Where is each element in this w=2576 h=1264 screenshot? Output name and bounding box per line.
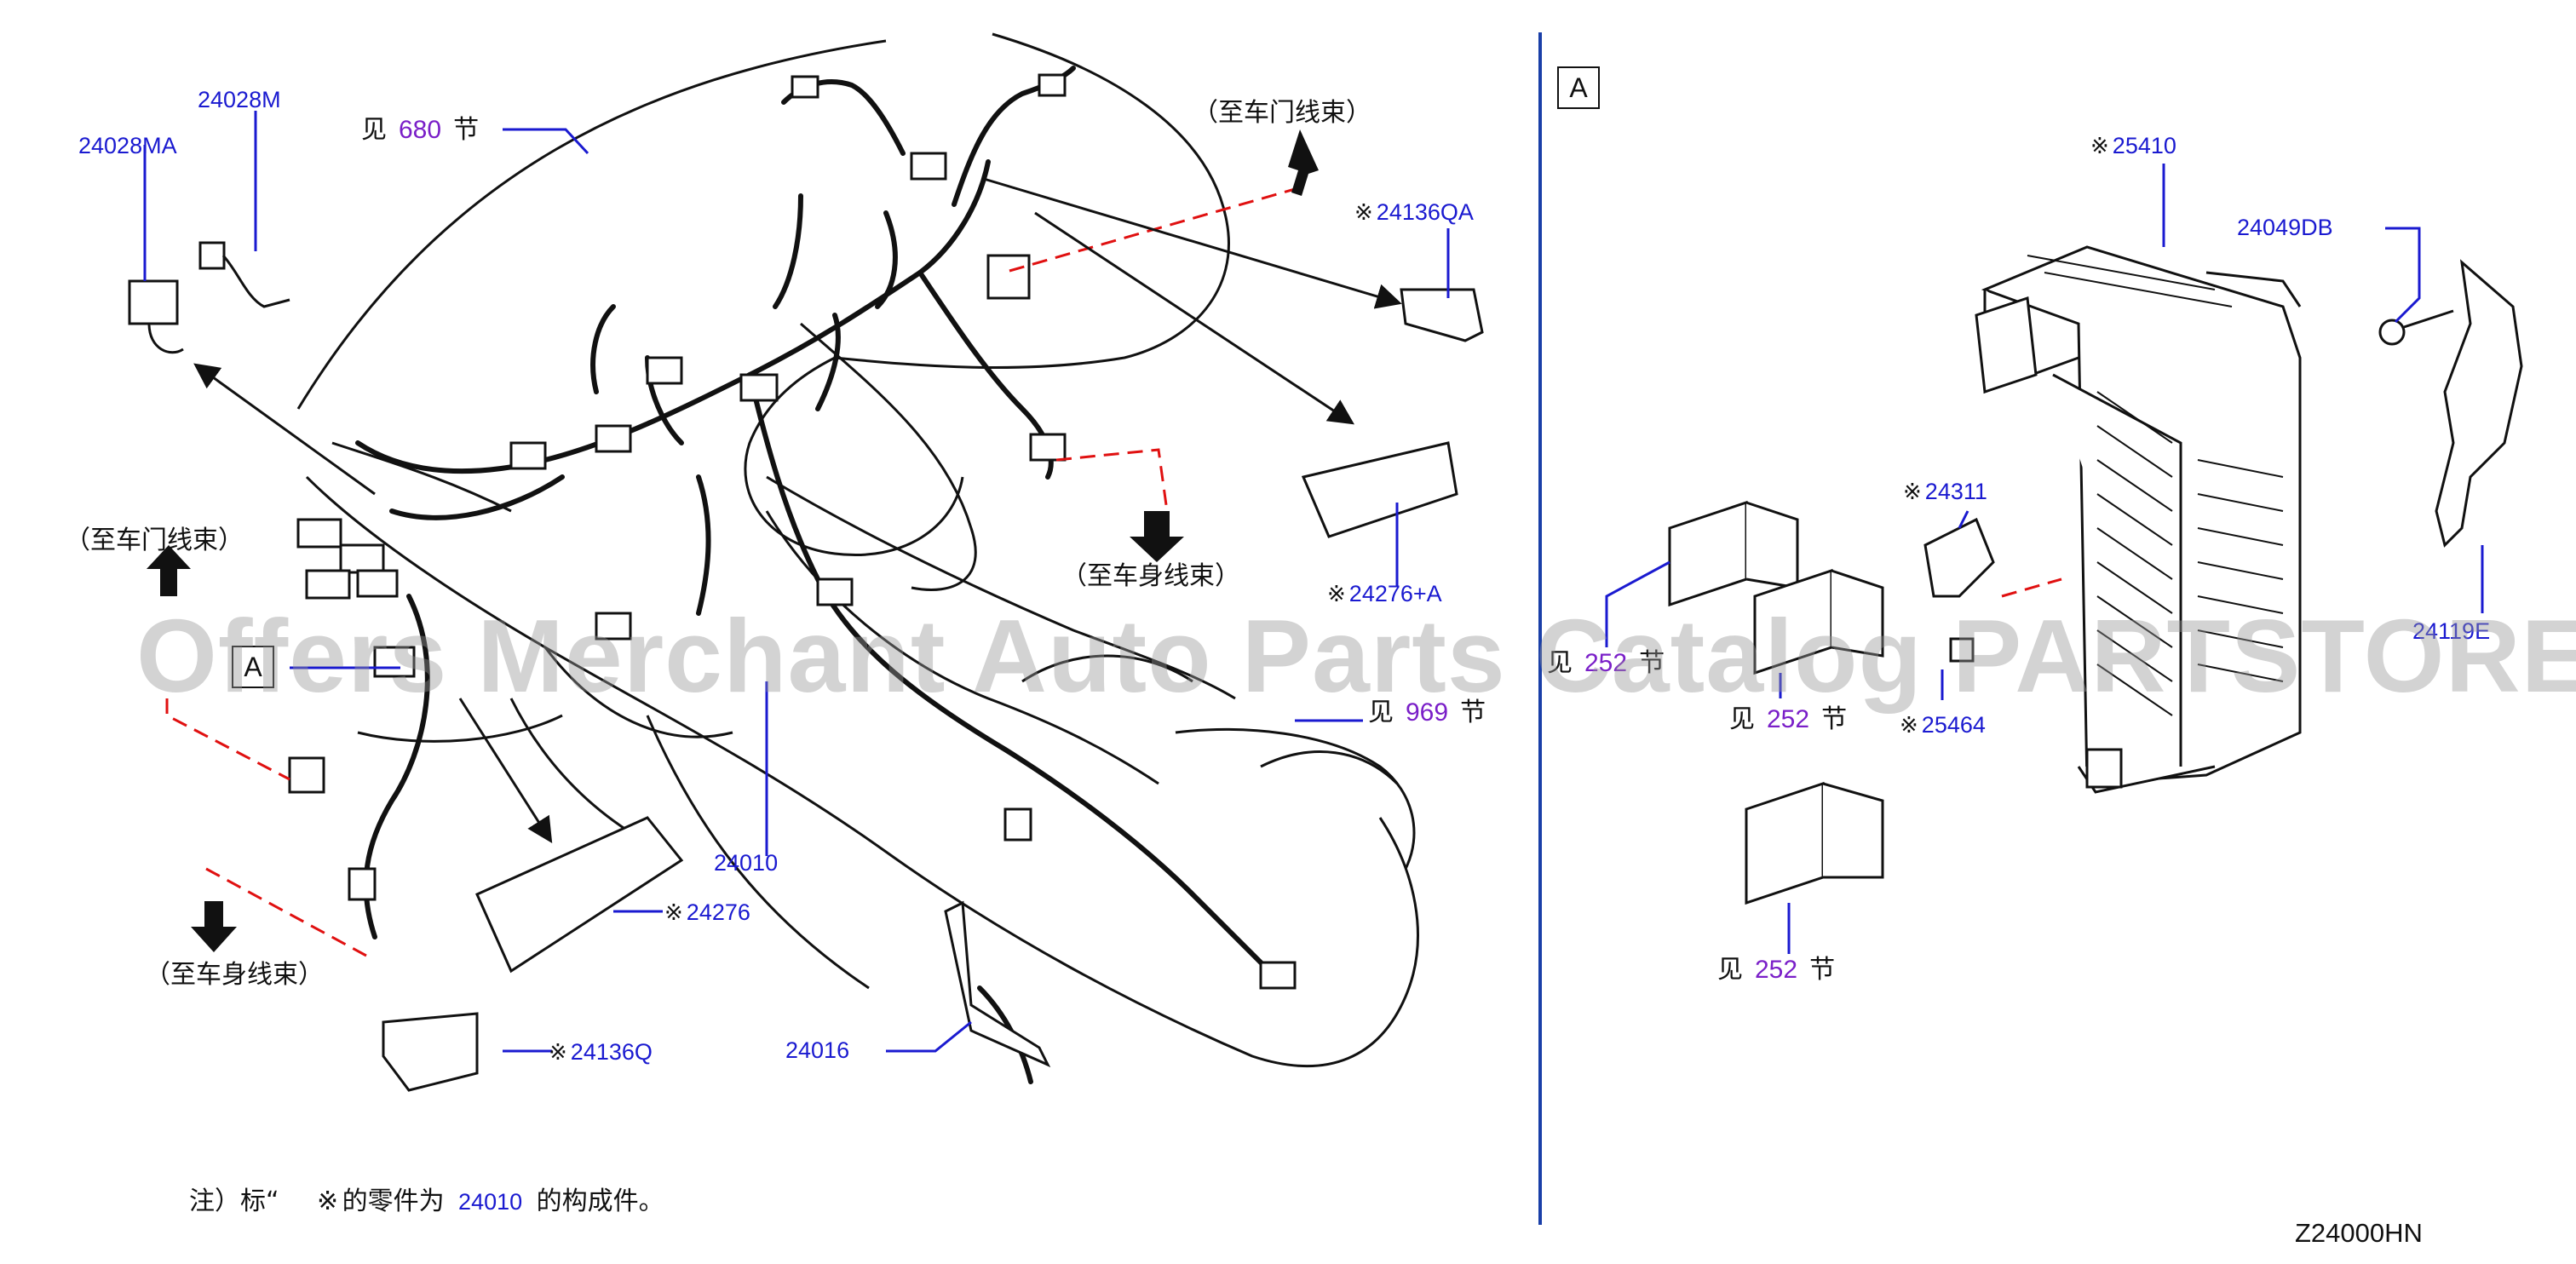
footnote-middle: 的零件为 (342, 1186, 445, 1216)
relay-sketches (1668, 500, 1995, 905)
part-label-24119e[interactable]: 24119E (2412, 618, 2491, 644)
leader-lines-right (1605, 164, 2484, 954)
section-number: 680 (399, 116, 442, 144)
section-number: 252 (1584, 649, 1628, 677)
see-word: 见 (1368, 698, 1394, 727)
small-part-sketches (128, 241, 1484, 1092)
part-number: 25410 (2112, 133, 2176, 158)
part-number: 24276+A (1348, 581, 1442, 606)
footnote-part: 24010 (458, 1189, 523, 1215)
leader-lines-left (143, 111, 1450, 1053)
see-word: 见 (1729, 704, 1755, 734)
part-label-24276[interactable]: ※24276 (664, 901, 750, 924)
view-marker-a-right: A (1557, 66, 1600, 109)
part-label-24010[interactable]: 24010 (714, 850, 779, 876)
bolt-sketch (2378, 309, 2454, 346)
section-ref-969[interactable]: 见 969 节 (1368, 700, 1486, 726)
part-label-24016[interactable]: 24016 (785, 1037, 850, 1063)
part-number: 25464 (1921, 712, 1986, 738)
section-ref-252-b[interactable]: 见 252 节 (1729, 707, 1847, 733)
mark-symbol: ※ (1354, 199, 1373, 225)
mark-symbol: ※ (1900, 712, 1918, 738)
footnote-prefix: 注）标“ (189, 1186, 279, 1216)
mark-symbol: ※ (549, 1039, 567, 1065)
footnote: 注）标“ ※ 的零件为 24010 的构成件。 (189, 1189, 664, 1215)
section-ref-252-a[interactable]: 见 252 节 (1547, 651, 1665, 676)
part-label-24311[interactable]: ※24311 (1903, 480, 1987, 503)
section-word: 节 (1639, 648, 1665, 678)
part-label-25464[interactable]: ※25464 (1900, 714, 1986, 737)
part-label-25410[interactable]: ※25410 (2090, 135, 2176, 158)
mark-symbol: ※ (1903, 479, 1922, 504)
part-label-24028ma[interactable]: 24028MA (78, 133, 177, 158)
direction-arrows (147, 129, 1319, 952)
dest-body-harness-left: （至车身线束） (145, 960, 324, 990)
mark-symbol: ※ (2090, 133, 2109, 158)
section-word: 节 (1809, 955, 1836, 985)
view-marker-a-left: A (232, 646, 274, 688)
footnote-mark: ※ (317, 1186, 339, 1216)
section-number: 252 (1767, 705, 1810, 733)
harness-connectors (288, 73, 1297, 990)
part-number: 24276 (686, 899, 750, 925)
part-number: 24136Q (570, 1039, 653, 1065)
part-label-24276a[interactable]: ※24276+A (1327, 583, 1442, 606)
instrument-panel-outline (296, 32, 1419, 1068)
part-label-24049db[interactable]: 24049DB (2237, 215, 2333, 240)
part-label-24136q[interactable]: ※24136Q (549, 1041, 653, 1064)
section-word: 节 (1821, 704, 1848, 734)
see-word: 见 (361, 115, 387, 145)
mark-symbol: ※ (664, 899, 683, 925)
section-number: 969 (1406, 698, 1449, 727)
part-label-24028m[interactable]: 24028M (198, 87, 281, 112)
section-word: 节 (453, 115, 480, 145)
see-word: 见 (1717, 955, 1743, 985)
bracket-sketch (2435, 259, 2523, 548)
part-number: 24311 (1924, 479, 1987, 504)
see-word: 见 (1547, 648, 1573, 678)
section-number: 252 (1755, 956, 1798, 984)
diagram-code: Z24000HN (2295, 1218, 2423, 1248)
watermark: Offers Merchant Auto Parts Catalog PARTS… (136, 598, 2576, 714)
part-label-24136qa[interactable]: ※24136QA (1354, 201, 1474, 224)
part-number: 24136QA (1376, 199, 1474, 225)
dest-door-harness-top: （至车门线束） (1193, 98, 1371, 128)
section-ref-252-c[interactable]: 见 252 节 (1717, 957, 1835, 983)
mark-symbol: ※ (1327, 581, 1346, 606)
dest-body-harness-mid: （至车身线束） (1061, 561, 1240, 591)
section-ref-680[interactable]: 见 680 节 (361, 118, 479, 143)
footnote-suffix: 的构成件。 (536, 1186, 664, 1216)
dest-door-harness-left: （至车门线束） (65, 526, 244, 555)
section-word: 节 (1460, 698, 1486, 727)
pointer-arrows (193, 177, 1402, 844)
fuse-slots (2027, 255, 2284, 716)
